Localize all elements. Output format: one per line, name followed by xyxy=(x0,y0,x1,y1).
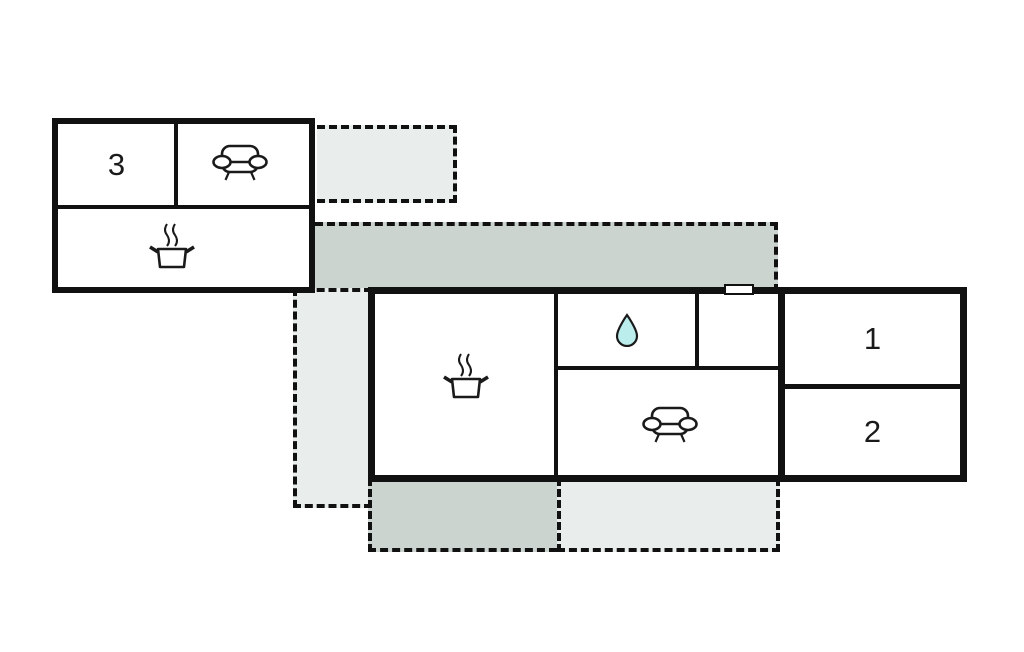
room-bedroom-2: 2 xyxy=(785,389,960,475)
sofa-icon xyxy=(212,142,268,182)
sofa-icon xyxy=(642,404,698,444)
terrace-bottom-dark xyxy=(368,478,557,552)
main-building xyxy=(368,287,785,482)
room-bedroom-3: 3 xyxy=(58,124,175,205)
annex-interior-wall-vertical xyxy=(174,124,178,205)
annex-interior-wall-horizontal xyxy=(58,205,309,209)
hall-partition-wall xyxy=(695,294,699,370)
room-3-label: 3 xyxy=(107,146,126,182)
bedroom-wing-partition-wall xyxy=(785,384,960,389)
cooking-pot-icon xyxy=(442,351,490,401)
terrace-left xyxy=(293,288,372,508)
terrace-bottom-light xyxy=(557,478,780,552)
terrace-strip xyxy=(315,222,778,292)
water-drop-icon xyxy=(614,313,640,347)
room-bedroom-1: 1 xyxy=(785,294,960,384)
room-2-label: 2 xyxy=(863,414,882,449)
room-1-label: 1 xyxy=(863,321,882,356)
window-marker xyxy=(724,284,754,295)
kitchen-partition-wall xyxy=(554,294,558,475)
terrace-top xyxy=(317,125,457,203)
bathroom-partition-wall xyxy=(558,366,778,370)
cooking-pot-icon xyxy=(148,221,196,271)
